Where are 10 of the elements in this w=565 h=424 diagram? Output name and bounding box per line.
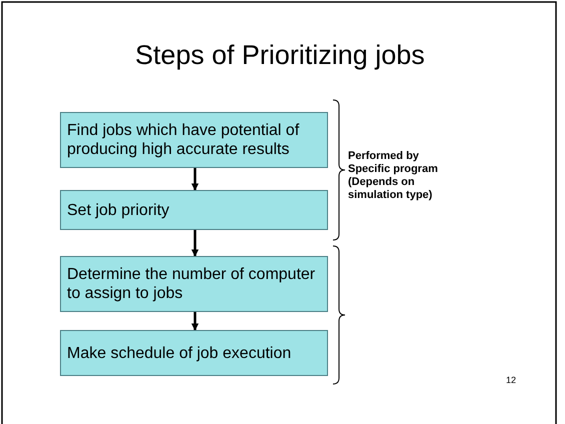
arrow	[191, 312, 199, 331]
slide-title: Steps of Prioritizing jobs	[134, 40, 426, 71]
process-box: Set job priority	[60, 190, 328, 230]
annotation-text: Performed by Specific program (Depends on simulation type)	[348, 150, 439, 202]
process-box: Make schedule of job execution	[60, 330, 328, 376]
process-box: Find jobs which have potential of producing high accurate results	[60, 112, 328, 168]
page-number: 12	[506, 374, 518, 387]
process-box: Determine the number of computer to assign to jobs	[60, 256, 328, 312]
arrow	[191, 168, 199, 191]
arrow	[191, 230, 199, 257]
